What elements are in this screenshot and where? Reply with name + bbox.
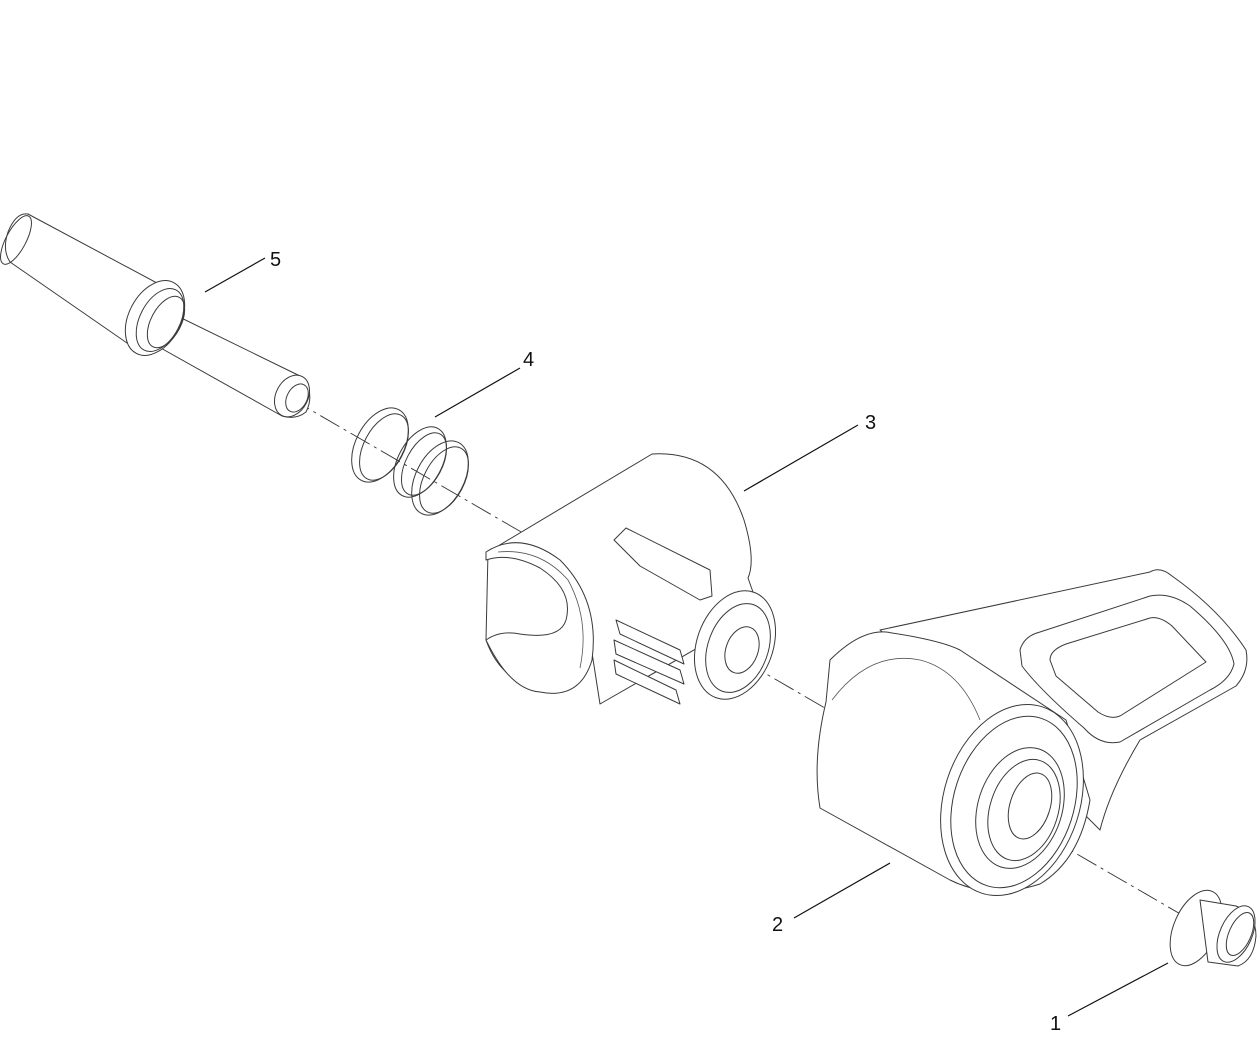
leader-lines [204,257,1169,1017]
callout-2[interactable]: 2 [772,914,783,936]
callout-3[interactable]: 3 [865,412,876,434]
part-2-arm-housing[interactable] [816,569,1248,914]
leader-2 [793,862,891,919]
part-5-pin[interactable] [0,211,316,422]
callout-4[interactable]: 4 [523,349,534,371]
part-4-spring[interactable] [340,398,480,524]
leader-4 [434,367,521,418]
callout-1[interactable]: 1 [1050,1013,1061,1035]
callout-5[interactable]: 5 [270,249,281,271]
leader-3 [743,424,859,492]
leader-1 [1067,962,1169,1017]
leader-5 [204,257,266,293]
part-3-sleeve[interactable] [485,453,790,711]
part-1-bushing[interactable] [1160,883,1258,974]
callout-labels: 5 4 3 2 1 [270,249,1061,1035]
